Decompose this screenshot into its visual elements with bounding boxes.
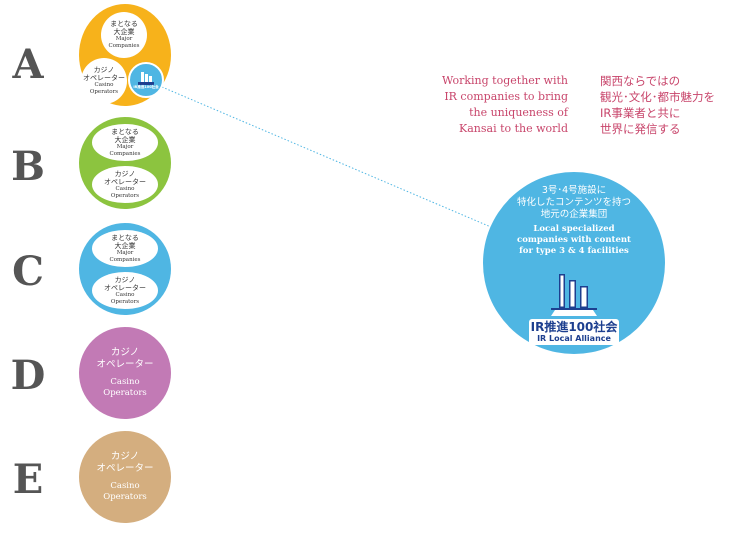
big-jp-line2: 特化したコンテンツを持つ: [516, 197, 631, 208]
logo-title-jp: IR推進100社会: [530, 319, 618, 334]
oval-c-major: まとなる 大企業 Major Companies: [92, 230, 158, 267]
mini-alliance-logo: IR推進100社会: [128, 62, 164, 98]
major-jp-line2: 大企業: [113, 28, 135, 36]
tagline-jp-line1: 関西ならではの: [600, 74, 681, 88]
major-jp-line1: まとなる: [111, 127, 139, 136]
big-en-line3: for type 3 & 4 facilities: [519, 246, 629, 256]
tagline-en-line4: Kansai to the world: [459, 122, 568, 135]
big-circle: 3号･4号施設に 特化したコンテンツを持つ 地元の企業集団 Local spec…: [483, 172, 665, 354]
major-en-line2: Companies: [109, 256, 141, 263]
major-en-line1: Major: [116, 143, 134, 150]
casino-en-line1: Casino: [110, 481, 140, 491]
casino-en-line1: Casino: [94, 82, 114, 88]
casino-jp-line2: オペレーター: [96, 359, 154, 370]
casino-en-line2: Operators: [110, 298, 140, 305]
casino-en-line2: Operators: [110, 192, 140, 199]
casino-en-line2: Operators: [103, 388, 147, 398]
major-en-line2: Companies: [108, 43, 140, 49]
casino-jp-line2: オペレーター: [83, 74, 125, 82]
label-c: C: [12, 248, 44, 295]
tagline-en-line2: IR companies to bring: [444, 90, 568, 103]
tagline-jp-line3: IR事業者と共に: [600, 106, 681, 120]
oval-a-major: まとなる 大企業 Major Companies: [101, 12, 147, 58]
casino-en-line2: Operators: [103, 492, 147, 502]
label-d: D: [10, 352, 46, 399]
casino-jp-line1: カジノ: [93, 66, 115, 74]
casino-jp-line1: カジノ: [114, 169, 136, 178]
big-circle-text: 3号･4号施設に 特化したコンテンツを持つ 地元の企業集団 Local spec…: [483, 185, 665, 257]
casino-en-line1: Casino: [110, 377, 140, 387]
casino-jp-line2: オペレーター: [96, 463, 154, 474]
casino-en-line2: Operators: [89, 89, 119, 95]
label-e: E: [12, 456, 44, 503]
big-jp-line1: 3号･4号施設に: [541, 185, 607, 196]
oval-c-casino: カジノ オペレーター Casino Operators: [92, 272, 158, 309]
casino-jp-line2: オペレーター: [104, 177, 146, 186]
tagline-japanese: 関西ならではの 観光･文化･都市魅力を IR事業者と共に 世界に発信する: [600, 73, 748, 137]
alliance-mark-icon: [551, 274, 597, 316]
major-en-line1: Major: [115, 36, 133, 42]
major-en-line2: Companies: [109, 150, 141, 157]
casino-jp-line1: カジノ: [110, 451, 140, 462]
tagline-jp-line4: 世界に発信する: [600, 122, 681, 136]
alliance-mark-icon: [138, 71, 154, 85]
oval-b-major: まとなる 大企業 Major Companies: [92, 124, 158, 161]
casino-jp-line1: カジノ: [114, 275, 136, 284]
big-en-line2: companies with content: [517, 235, 631, 245]
major-jp-line2: 大企業: [114, 135, 136, 144]
big-jp-line3: 地元の企業集団: [540, 209, 608, 220]
label-a: A: [12, 41, 44, 88]
major-jp-line2: 大企業: [114, 241, 136, 250]
circle-e: カジノ オペレーター Casino Operators: [79, 431, 171, 523]
major-jp-line1: まとなる: [111, 233, 139, 242]
mini-logo-text: IR推進100社会: [133, 84, 159, 89]
circle-d: カジノ オペレーター Casino Operators: [79, 327, 171, 419]
logo-title-en: IR Local Alliance: [537, 333, 611, 343]
oval-b-casino: カジノ オペレーター Casino Operators: [92, 166, 158, 203]
casino-en-line1: Casino: [115, 185, 135, 192]
major-jp-line1: まとなる: [110, 20, 138, 28]
alliance-logo-plate: IR推進100社会 IR Local Alliance: [529, 319, 619, 345]
tagline-english: Working together with IR companies to br…: [420, 73, 568, 137]
casino-jp-line2: オペレーター: [104, 283, 146, 292]
tagline-jp-line2: 観光･文化･都市魅力を: [600, 90, 715, 104]
big-en-line1: Local specialized: [533, 224, 615, 234]
casino-jp-line1: カジノ: [110, 347, 140, 358]
casino-en-line1: Casino: [115, 291, 135, 298]
oval-a-casino: カジノ オペレーター Casino Operators: [81, 58, 127, 104]
tagline-en-line1: Working together with: [441, 74, 568, 87]
label-b: B: [11, 143, 45, 190]
tagline-en-line3: the uniqueness of: [469, 106, 568, 119]
major-en-line1: Major: [116, 249, 134, 256]
